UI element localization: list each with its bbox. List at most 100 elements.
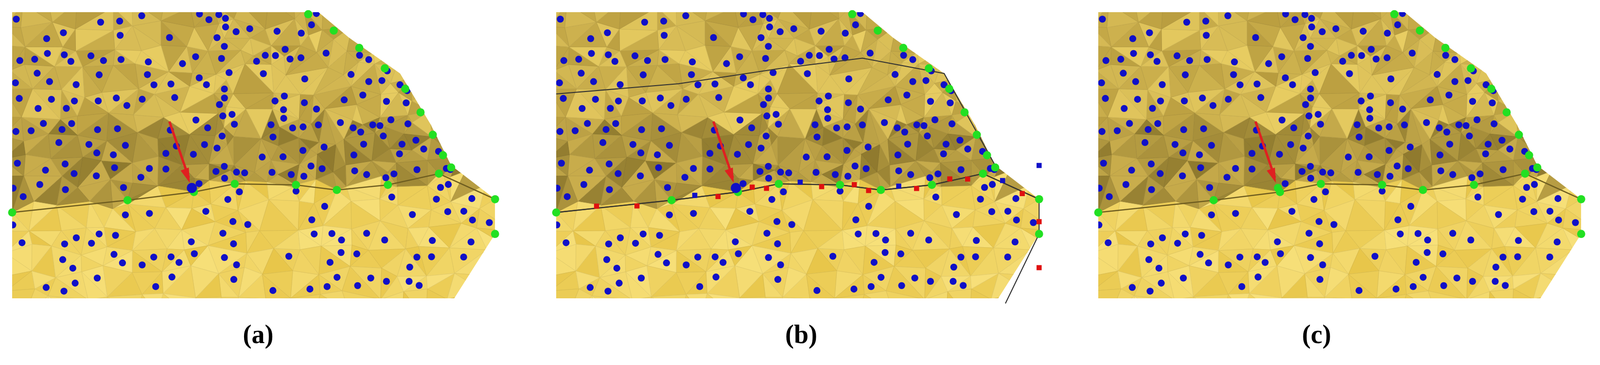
mesh-triangle [411,88,430,111]
sample-point [817,27,825,35]
sample-point [114,124,122,132]
sample-point [420,145,427,153]
mesh-triangle [675,0,813,3]
sample-point [587,50,595,57]
mesh-triangle [0,175,13,213]
mesh-triangle [626,299,652,321]
mesh-triangle [268,0,324,4]
sample-point [911,274,918,282]
sample-point [894,151,902,159]
mesh-triangle [975,112,1010,138]
mesh-triangle [460,121,475,143]
mesh-triangle [968,50,997,71]
mesh-triangle [495,32,513,62]
mesh-triangle [1027,275,1047,299]
sample-point [604,51,612,58]
mesh-triangle [998,290,1028,315]
sample-point [220,85,228,93]
sample-point [571,127,579,135]
mesh-triangle [918,0,946,21]
mesh-triangle [190,7,214,28]
control-point [1036,162,1042,169]
sample-point [230,275,238,283]
mesh-triangle [967,0,991,10]
mesh-panel [538,0,1067,323]
boundary-point [991,163,1000,172]
control-point [1036,264,1042,271]
mesh-triangle [157,156,182,186]
mesh-triangle [540,116,547,210]
mesh-triangle [970,273,999,289]
sample-point [116,17,124,25]
mesh-triangle [698,207,726,230]
sample-point [857,10,864,18]
mesh-triangle [236,297,266,313]
control-point [896,183,902,189]
sample-point [369,121,377,128]
mesh-triangle [548,270,576,291]
mesh-triangle [160,7,195,28]
mesh-triangle [945,291,970,323]
mesh-triangle [595,246,626,278]
sample-point [736,116,744,124]
sample-point [923,132,931,140]
mesh-triangle [403,288,428,320]
sample-point [313,10,320,18]
mesh-triangle [395,0,430,26]
sample-point [867,282,875,290]
sample-point [120,183,127,191]
mesh-triangle [160,7,191,21]
sample-point [653,151,661,159]
mesh-triangle [893,0,946,1]
mesh-triangle [541,230,573,253]
mesh-triangle [88,296,108,318]
mesh-triangle [310,142,320,155]
mesh-triangle [496,60,511,95]
mesh-triangle [566,0,597,22]
mesh-triangle [1020,1,1040,33]
control-point [819,183,825,190]
sample-point [615,279,623,287]
boundary-point [927,180,936,189]
mesh-triangle [924,291,948,323]
mesh-triangle [1000,157,1022,172]
mesh-triangle [271,64,286,93]
sample-point [320,143,328,151]
sample-point [241,169,248,176]
sample-point [637,149,645,157]
mesh-triangle [104,227,136,247]
control-point [797,179,804,185]
mesh-triangle [1039,32,1057,62]
mesh-triangle [837,0,868,10]
sample-point [689,164,697,172]
mesh-triangle [430,25,454,51]
mesh-triangle [784,0,813,30]
arrow-head [724,167,735,183]
mesh-triangle [410,70,434,88]
mesh-triangle [538,44,541,318]
sample-point [658,124,666,132]
mesh-triangle [1004,101,1013,122]
sample-point [246,25,254,33]
mesh-triangle [865,225,896,247]
mesh-triangle [427,136,457,160]
mesh-triangle [356,94,381,118]
sample-point [298,29,305,37]
sample-point [219,229,227,237]
mesh-triangle [476,208,512,231]
sample-point [315,121,322,129]
mesh-triangle [569,46,607,67]
sample-point [59,29,67,36]
sample-point [67,57,75,65]
mesh-triangle [1026,298,1057,322]
mesh-triangle [676,271,706,295]
mesh-triangle [909,18,940,53]
sample-point [897,281,905,289]
sample-point [289,124,297,132]
sample-point [779,188,787,195]
sample-point [558,159,565,167]
sample-point [972,236,980,244]
sample-point [575,55,582,63]
sample-point [428,236,436,244]
boundary-point [304,10,313,19]
